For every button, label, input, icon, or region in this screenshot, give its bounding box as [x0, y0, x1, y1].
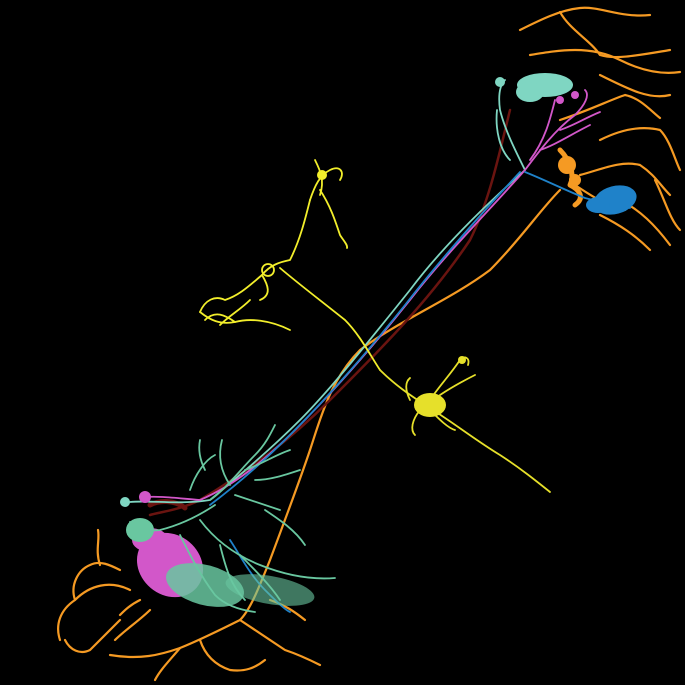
- teal-neuron: [120, 73, 573, 507]
- green-neuron: [126, 424, 336, 613]
- blue-neuron: [209, 171, 637, 613]
- orange-neuron: [57, 6, 682, 682]
- yellow-neuron-upper: [199, 159, 381, 371]
- yellow-neuron-lower: [379, 356, 551, 493]
